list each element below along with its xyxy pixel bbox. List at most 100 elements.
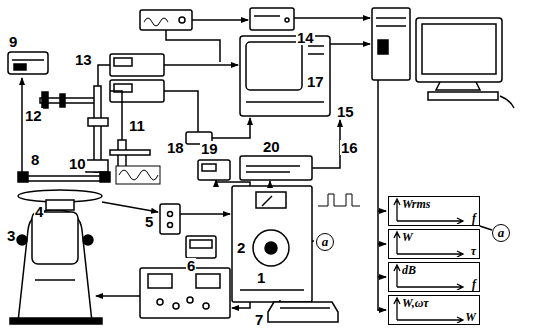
shaker-3 xyxy=(83,235,93,245)
equipment-illustration xyxy=(378,309,386,311)
callout-number: 1 xyxy=(256,270,266,285)
callout-number: 19 xyxy=(200,141,219,156)
analyzer-17 xyxy=(308,53,324,55)
instrument-9 xyxy=(8,52,48,74)
instruments-13 xyxy=(179,17,185,23)
plot-box: Wrms f xyxy=(388,196,480,226)
computer-15 xyxy=(416,18,502,82)
box-5 xyxy=(168,212,173,217)
axis-label-y: W xyxy=(402,231,413,244)
callout-number: 18 xyxy=(166,140,185,155)
computer-15 xyxy=(378,40,388,54)
plot-box: W,ωτW xyxy=(388,295,480,325)
axis-label-y: Wrms xyxy=(402,198,430,211)
analyzer-17 xyxy=(246,101,324,103)
instruments-13 xyxy=(110,54,164,76)
equipment-illustration xyxy=(294,17,370,19)
callout-number: 5 xyxy=(144,214,154,229)
post-10 xyxy=(86,160,108,172)
equipment-illustration xyxy=(312,240,314,242)
cabinet-1 xyxy=(240,289,304,291)
box-6 xyxy=(186,236,216,258)
box-6 xyxy=(186,236,216,258)
amplifier-2 xyxy=(140,268,230,318)
callout-number: 14 xyxy=(296,30,315,45)
rod-12 xyxy=(40,92,95,108)
box-20 xyxy=(240,156,312,180)
callout-number: 15 xyxy=(336,104,355,119)
sine-waveform xyxy=(116,166,160,184)
box-5 xyxy=(168,223,173,228)
shaker-3 xyxy=(35,279,75,281)
shaker-3 xyxy=(10,318,102,324)
equipment-illustration xyxy=(102,202,158,212)
callout-number: 8 xyxy=(30,152,40,167)
axis-lines xyxy=(394,199,463,224)
equipment-illustration xyxy=(232,302,250,308)
post-10 xyxy=(94,86,101,172)
box-20 xyxy=(246,165,300,167)
equipment-illustration xyxy=(21,78,23,172)
equipment-illustration xyxy=(164,64,238,66)
analyzer-17 xyxy=(240,36,330,116)
equipment-illustration xyxy=(8,8,514,324)
instrument-14 xyxy=(254,15,280,17)
equipment-illustration xyxy=(98,65,110,86)
callout-number: 10 xyxy=(68,156,87,171)
cabinet-1 xyxy=(262,196,272,206)
cabinet-1 xyxy=(232,186,312,302)
callout-number: 12 xyxy=(24,108,43,123)
post-10 xyxy=(88,118,108,126)
post-10 xyxy=(86,86,108,172)
instruments-13 xyxy=(110,10,192,102)
axis-label-y: dB xyxy=(402,264,416,277)
printer-7 xyxy=(268,302,338,322)
equipment-illustration xyxy=(166,30,220,62)
equipment-illustration xyxy=(378,210,386,212)
box-19 xyxy=(202,164,216,171)
axis-label-x: W xyxy=(465,311,476,324)
table-4 xyxy=(100,172,110,182)
instrument-14 xyxy=(250,8,294,30)
computer-15 xyxy=(376,17,406,19)
pulse-waveform xyxy=(318,194,360,206)
instruments-13 xyxy=(114,58,132,66)
table-4 xyxy=(46,200,74,210)
connector-circle: a xyxy=(492,224,510,242)
box-5 xyxy=(160,204,180,234)
amplifier-2 xyxy=(196,274,220,288)
equipment-illustration xyxy=(312,120,340,168)
connector-line xyxy=(480,226,492,230)
axis-label-y: W,ωτ xyxy=(402,297,429,310)
equipment-illustration xyxy=(212,118,250,138)
equipment-illustration xyxy=(96,295,140,297)
box-20 xyxy=(246,171,290,173)
amplifier-2 xyxy=(157,299,163,305)
circle-letter: a xyxy=(498,226,505,239)
callout-number: 13 xyxy=(74,52,93,67)
amplifier-2 xyxy=(173,303,179,309)
amplifier-2 xyxy=(140,268,230,318)
shaker-3 xyxy=(17,235,27,245)
computer-15 xyxy=(376,25,406,27)
axis-lines xyxy=(394,298,463,323)
plot-box: dBf xyxy=(388,262,480,292)
sine-waveform xyxy=(119,170,158,180)
equipment-illustration xyxy=(110,91,122,140)
analyzer-17 xyxy=(308,45,324,47)
equipment-illustration xyxy=(279,300,281,302)
rod-12 xyxy=(42,92,48,108)
cabinet-1 xyxy=(256,192,286,208)
shaker-3 xyxy=(10,210,102,324)
axis-label-x: f xyxy=(472,212,476,225)
circle-letter: a xyxy=(322,235,329,248)
callout-number: 2 xyxy=(236,240,246,255)
table-4 xyxy=(24,176,102,181)
equipment-illustration xyxy=(330,43,370,45)
equipment-illustration xyxy=(216,180,250,186)
callout-number: 20 xyxy=(262,139,281,154)
instruments-13 xyxy=(140,10,192,30)
connector-circle: a xyxy=(316,233,334,251)
callout-number: 3 xyxy=(6,228,16,243)
computer-15 xyxy=(428,92,498,100)
